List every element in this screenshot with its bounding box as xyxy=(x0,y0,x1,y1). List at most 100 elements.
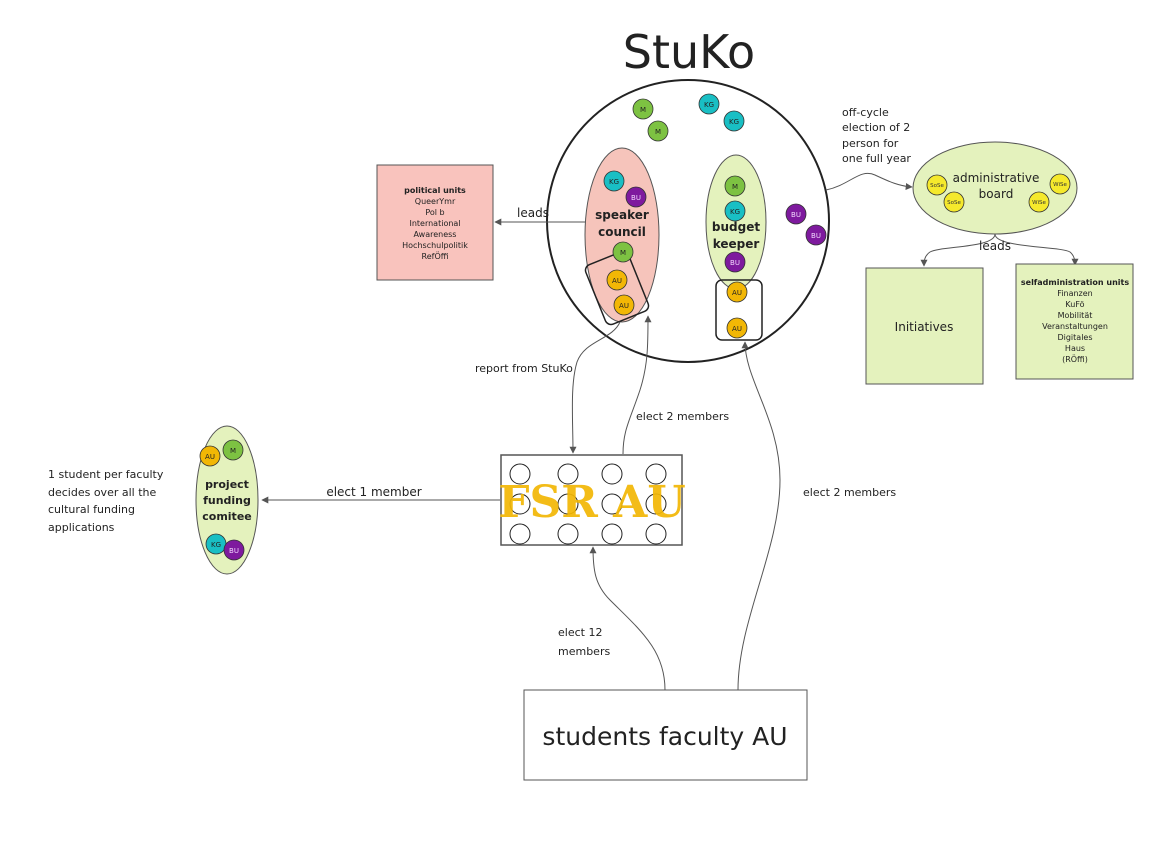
budget-keeper-badge-bu xyxy=(724,251,746,273)
note-line-2: decides over all the xyxy=(48,486,156,499)
fsr-seat xyxy=(645,493,667,515)
edge-off-cycle-line-1: off-cycle xyxy=(842,106,889,119)
speaker-council-badge-bu xyxy=(625,186,647,208)
political-unit-1: QueerYmr xyxy=(415,197,456,206)
edge-off-cycle-line-2: election of 2 xyxy=(842,121,910,134)
fsr-seat xyxy=(557,523,579,545)
semester-badge-label: WiSe xyxy=(1032,200,1046,206)
fsr-seat xyxy=(645,463,667,485)
stuko-badge-m xyxy=(632,98,654,120)
edge-elect-2-budget xyxy=(737,341,781,691)
semester-badge-label: SoSe xyxy=(947,200,961,206)
edge-report xyxy=(569,321,621,454)
political-unit-4: Awareness xyxy=(414,230,457,239)
budget-keeper-badge-au xyxy=(726,281,748,303)
stuko-badge-label-m: M xyxy=(655,128,661,136)
speaker-council-badge-label-bu: BU xyxy=(631,194,641,202)
administrative-board-label-2: board xyxy=(979,187,1014,201)
political-unit-5: Hochschulpolitik xyxy=(402,241,468,250)
edge-elect-12 xyxy=(589,546,666,691)
political-unit-2: Pol b xyxy=(425,208,444,217)
political-units-box xyxy=(376,164,494,281)
fsr-seat xyxy=(509,523,531,545)
project-funding-label-2: funding xyxy=(203,494,251,507)
speaker-council-badge-label-kg: KG xyxy=(609,178,619,186)
edge-report-label: report from StuKo xyxy=(475,362,573,375)
fsr-seat xyxy=(557,493,579,515)
edge-off-cycle-line-4: one full year xyxy=(842,152,911,165)
diagram-title: StuKo xyxy=(623,25,755,79)
budget-keeper-label-2: keeper xyxy=(713,237,760,251)
stuko-badge-label-kg: KG xyxy=(704,101,714,109)
edge-off-cycle xyxy=(825,172,913,191)
semester-badge-label: WiSe xyxy=(1053,182,1067,188)
stuko-badge-bu xyxy=(805,224,827,246)
selfadministration-unit-5: Digitales xyxy=(1057,333,1092,342)
project-funding-label-1: project xyxy=(205,478,249,491)
edge-elect-2-speaker xyxy=(622,315,652,455)
fsr-seat xyxy=(509,463,531,485)
fsr-label: FSR AU xyxy=(498,477,685,528)
administrative-board-label-1: administrative xyxy=(953,171,1040,185)
note-line-4: applications xyxy=(48,521,115,534)
speaker-council-label-1: speaker xyxy=(595,208,649,222)
stuko-badge-bu xyxy=(785,203,807,225)
fsr-seat xyxy=(601,493,623,515)
note-line-1: 1 student per faculty xyxy=(48,468,164,481)
stuko-badge-m xyxy=(647,120,669,142)
stuko-badge-label-m: M xyxy=(640,106,646,114)
project-funding-label-3: comitee xyxy=(202,510,252,523)
students-faculty-label: students faculty AU xyxy=(542,722,787,751)
stuko-badge-kg xyxy=(698,93,720,115)
edge-leads-selfadmin xyxy=(994,233,1079,266)
selfadministration-title: selfadministration units xyxy=(1021,278,1129,287)
speaker-council-badge-kg xyxy=(603,170,625,192)
budget-keeper-label-1: budget xyxy=(712,220,760,234)
project-funding-badge-bu xyxy=(223,539,245,561)
semester-badge-sose xyxy=(943,191,965,213)
political-unit-6: RefÖffi xyxy=(422,251,449,261)
speaker-council-badge-au xyxy=(606,269,628,291)
budget-keeper-badge-label-au: AU xyxy=(732,289,742,297)
speaker-elected-box xyxy=(584,250,650,326)
budget-keeper-badge-au xyxy=(726,317,748,339)
speaker-council-badge-m xyxy=(612,241,634,263)
speaker-council-label-2: council xyxy=(598,225,646,239)
budget-keeper-badge-label-kg: KG xyxy=(730,208,740,216)
speaker-council-badge-label-m: M xyxy=(620,249,626,257)
edge-elect-1-label: elect 1 member xyxy=(326,485,421,499)
edge-elect-12-line-2: members xyxy=(558,645,610,658)
stuko-badge-label-kg: KG xyxy=(729,118,739,126)
stuko-badge-label-bu: BU xyxy=(811,232,821,240)
edge-off-cycle-line-3: person for xyxy=(842,137,899,150)
project-funding-badge-label-au: AU xyxy=(205,453,215,461)
budget-keeper-badge-label-m: M xyxy=(732,183,738,191)
semester-badge-wise xyxy=(1028,191,1050,213)
semester-badge-label: SoSe xyxy=(930,183,944,189)
budget-keeper-badge-label-bu: BU xyxy=(730,259,740,267)
project-funding-badge-m xyxy=(222,439,244,461)
budget-keeper-badge-m xyxy=(724,175,746,197)
member-badges: MMKGKGBUBUKGBUMAUAUMKGBUAUAUAUMKGBUSoSeS… xyxy=(199,93,1071,561)
fsr-seat xyxy=(509,493,531,515)
speaker-council-badge-au xyxy=(613,294,635,316)
initiatives-label: Initiatives xyxy=(895,320,954,334)
fsr-seat xyxy=(601,523,623,545)
students-faculty-box xyxy=(523,689,808,781)
stuko-badge-kg xyxy=(723,110,745,132)
budget-keeper-badge-label-au: AU xyxy=(732,325,742,333)
edge-elect-2-speaker-label: elect 2 members xyxy=(636,410,729,423)
semester-badge-sose xyxy=(926,174,948,196)
fsr-seat xyxy=(557,463,579,485)
selfadministration-unit-7: (RÖffi) xyxy=(1062,354,1088,364)
fsr-seat xyxy=(645,523,667,545)
edge-leads-admin-label: leads xyxy=(979,239,1011,253)
fsr-seat xyxy=(601,463,623,485)
selfadministration-unit-1: Finanzen xyxy=(1057,289,1092,298)
initiatives-box xyxy=(865,267,984,385)
fsr-seats xyxy=(509,463,667,545)
selfadministration-unit-3: Mobilität xyxy=(1058,311,1093,320)
project-funding-badge-au xyxy=(199,445,221,467)
